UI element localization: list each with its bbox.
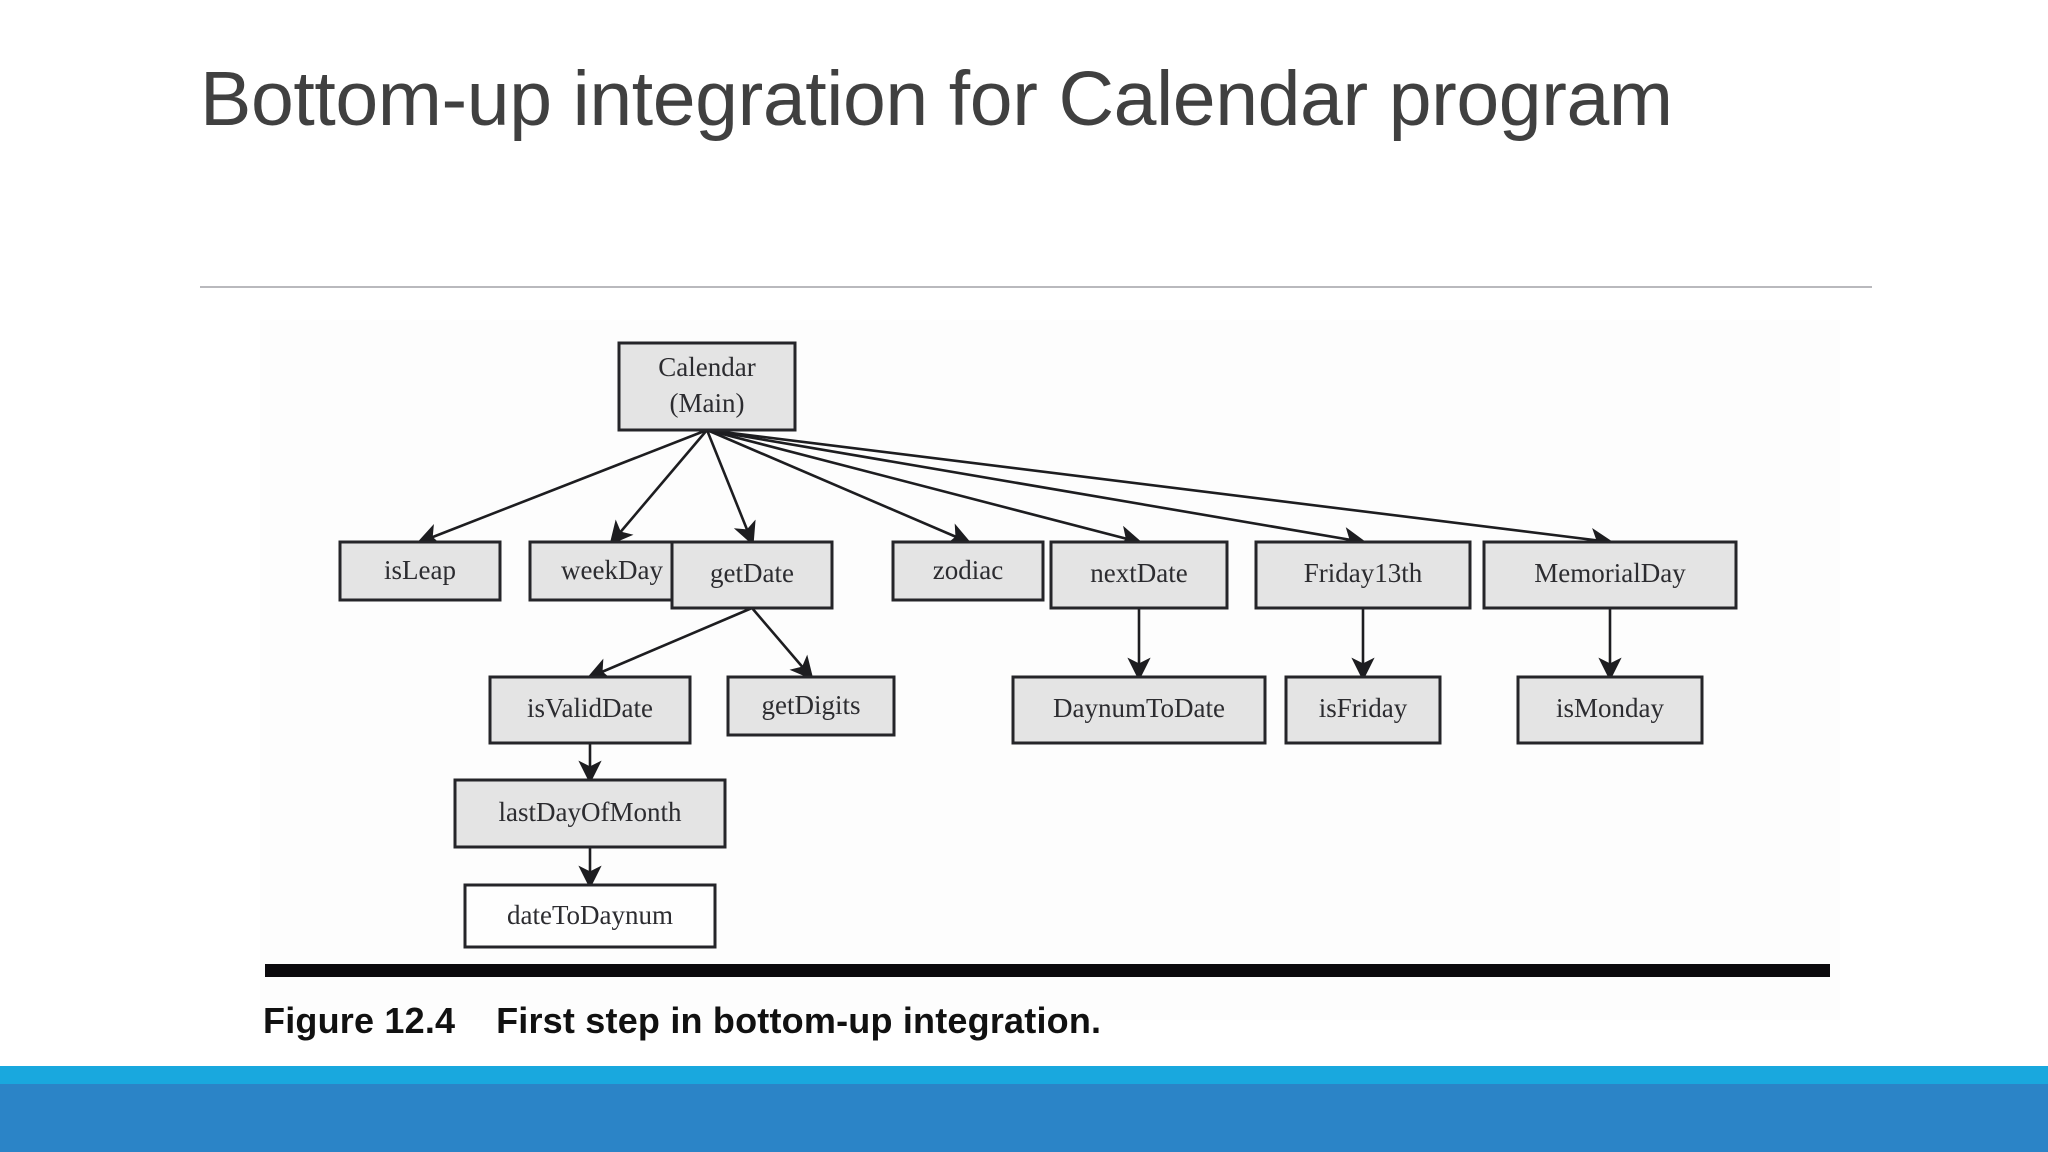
- figure-container: Calendar (Main) isLeap weekDay getDate z…: [260, 320, 1840, 1020]
- node-dateToDaynum[interactable]: dateToDaynum: [463, 883, 717, 949]
- figure-rule: [265, 964, 1830, 977]
- figure-caption: Figure 12.4 First step in bottom-up inte…: [263, 1000, 1102, 1041]
- node-lastDayOfMonth-label: lastDayOfMonth: [499, 797, 682, 827]
- node-zodiac[interactable]: zodiac: [891, 540, 1045, 602]
- edge-calendar-zodiac: [706, 428, 972, 546]
- node-calendar[interactable]: Calendar (Main): [617, 341, 797, 432]
- node-weekDay[interactable]: weekDay: [528, 540, 696, 602]
- edge-calendar-Friday13th: [706, 428, 1367, 551]
- node-getDate[interactable]: getDate: [670, 540, 834, 610]
- node-weekDay-label: weekDay: [561, 555, 663, 585]
- edge-calendar-weekDay: [609, 429, 708, 545]
- node-calendar-label: Calendar: [658, 352, 755, 382]
- node-calendar-sublabel: (Main): [670, 388, 745, 418]
- footer-accent-strip: [0, 1066, 2048, 1084]
- edge-calendar-MemorialDay: [706, 428, 1614, 552]
- node-DaynumToDate[interactable]: DaynumToDate: [1011, 675, 1267, 745]
- footer-bar: [0, 1084, 2048, 1152]
- node-getDigits-label: getDigits: [762, 690, 861, 720]
- node-Friday13th-label: Friday13th: [1304, 558, 1423, 588]
- node-isMonday[interactable]: isMonday: [1516, 675, 1704, 745]
- node-isValidDate-label: isValidDate: [527, 693, 653, 723]
- edge-getDate-getDigits: [751, 607, 814, 680]
- node-getDigits[interactable]: getDigits: [726, 675, 896, 737]
- node-isValidDate[interactable]: isValidDate: [488, 675, 692, 745]
- node-isFriday-label: isFriday: [1319, 693, 1408, 723]
- node-dateToDaynum-label: dateToDaynum: [507, 900, 673, 930]
- node-getDate-label: getDate: [710, 558, 794, 588]
- edge-getDate-isValidDate: [586, 606, 753, 681]
- node-Friday13th[interactable]: Friday13th: [1254, 540, 1472, 610]
- node-zodiac-label: zodiac: [933, 555, 1003, 585]
- page-title: Bottom-up integration for Calendar progr…: [200, 56, 1673, 142]
- node-nextDate[interactable]: nextDate: [1049, 540, 1229, 610]
- edge-calendar-nextDate: [706, 428, 1143, 549]
- node-isFriday[interactable]: isFriday: [1284, 675, 1442, 745]
- edge-calendar-getDate: [705, 429, 756, 546]
- node-isMonday-label: isMonday: [1556, 693, 1665, 723]
- node-isLeap-label: isLeap: [384, 555, 456, 585]
- node-lastDayOfMonth[interactable]: lastDayOfMonth: [453, 778, 727, 849]
- node-isLeap[interactable]: isLeap: [338, 540, 502, 602]
- edge-calendar-isLeap: [416, 428, 708, 546]
- call-tree-diagram: Calendar (Main) isLeap weekDay getDate z…: [338, 341, 1738, 949]
- node-MemorialDay[interactable]: MemorialDay: [1482, 540, 1738, 610]
- diagram-edges: [416, 428, 1622, 889]
- title-divider: [200, 286, 1872, 288]
- node-MemorialDay-label: MemorialDay: [1534, 558, 1686, 588]
- node-nextDate-label: nextDate: [1090, 558, 1187, 588]
- node-DaynumToDate-label: DaynumToDate: [1053, 693, 1225, 723]
